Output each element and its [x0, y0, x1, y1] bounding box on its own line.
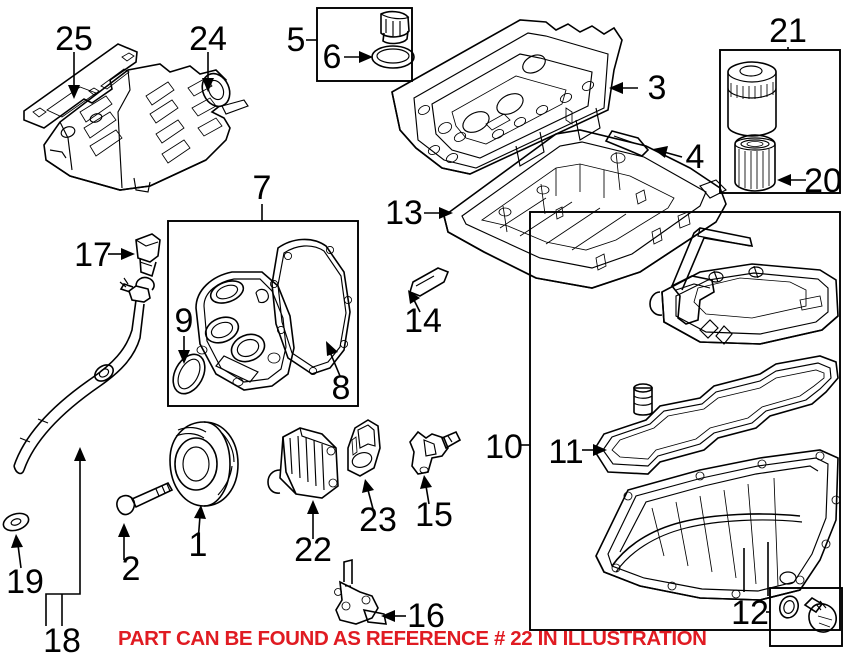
callout-label-18: 18 — [43, 622, 81, 654]
part-valve-cover — [391, 19, 623, 175]
part-oil-pan-seal-plug — [633, 383, 653, 416]
oil-filter-box — [719, 49, 841, 194]
part-oil-filler-cap — [380, 10, 410, 45]
callout-label-22: 22 — [294, 531, 332, 569]
callout-label-15: 15 — [415, 496, 453, 534]
part-oil-pan-gasket — [593, 355, 839, 475]
leader-1 — [194, 505, 206, 543]
callout-label-21: 21 — [769, 12, 807, 50]
part-dipstick-tube — [13, 276, 155, 475]
callout-label-3: 3 — [648, 69, 667, 107]
callout-label-16: 16 — [407, 597, 445, 635]
leader-9 — [178, 336, 190, 364]
leader-18-bracket — [45, 447, 86, 626]
callout-label-19: 19 — [6, 563, 44, 601]
leader-19 — [11, 534, 23, 569]
part-oil-filler-cap-seal — [371, 45, 415, 69]
part-dowel-pin-lower — [409, 267, 450, 297]
part-upper-oil-pan — [443, 129, 727, 289]
callout-label-17: 17 — [74, 236, 112, 274]
leader-3 — [609, 82, 638, 94]
part-oil-filter-element — [734, 134, 776, 192]
callout-label-11: 11 — [548, 433, 583, 471]
callout-label-1: 1 — [189, 526, 208, 564]
part-dipstick-tube-seal — [2, 512, 30, 532]
leader-22 — [307, 500, 319, 539]
callout-label-5: 5 — [287, 21, 306, 59]
callout-label-25: 25 — [55, 20, 93, 58]
leader-16 — [381, 610, 406, 622]
leader-14 — [408, 290, 421, 313]
part-oil-cooler-bracket — [347, 419, 381, 477]
callout-label-13: 13 — [385, 194, 423, 232]
part-oil-pan-upper-section — [649, 263, 839, 345]
part-camshaft-position-sensor — [135, 233, 161, 278]
callout-label-7: 7 — [253, 169, 272, 207]
leader-20 — [777, 174, 806, 186]
part-oil-pan — [595, 449, 841, 601]
part-engine-oil-cooler — [267, 427, 339, 499]
callout-label-9: 9 — [175, 302, 194, 340]
callout-label-20: 20 — [804, 162, 842, 200]
callout-label-23: 23 — [359, 501, 397, 539]
part-timing-cover-o-ring — [172, 353, 206, 395]
callout-label-10: 10 — [485, 428, 523, 466]
leader-8 — [326, 341, 341, 377]
footer-note: PART CAN BE FOUND AS REFERENCE # 22 IN I… — [118, 627, 707, 650]
leader-25 — [68, 52, 80, 99]
callout-label-4: 4 — [686, 138, 705, 176]
callout-label-8: 8 — [332, 369, 351, 407]
callout-label-2: 2 — [122, 550, 141, 588]
leader-4 — [653, 146, 683, 158]
callout-label-24: 24 — [189, 20, 227, 58]
oil-filler-cap-box — [316, 7, 413, 82]
part-oil-level-sensor — [334, 558, 387, 625]
leader-13 — [424, 207, 453, 219]
part-coolant-connector — [409, 430, 462, 475]
callout-label-14: 14 — [404, 302, 442, 340]
part-drain-plug-washer — [778, 595, 800, 619]
leader-15 — [420, 475, 432, 505]
leader-11 — [582, 444, 607, 456]
callout-label-6: 6 — [323, 38, 342, 76]
oil-pan-box — [529, 211, 841, 631]
part-pulley-bolt — [116, 481, 174, 516]
part-oil-filter-housing — [727, 61, 777, 137]
timing-cover-box — [167, 220, 359, 407]
part-dowel-pin-upper — [604, 130, 650, 157]
callout-label-12: 12 — [731, 594, 769, 632]
leader-23 — [362, 479, 374, 510]
leader-6 — [344, 51, 373, 63]
leader-24 — [202, 52, 214, 92]
part-drain-plug — [803, 596, 837, 633]
part-timing-cover — [195, 271, 295, 391]
part-crankshaft-pulley — [169, 421, 239, 507]
part-timing-cover-gasket — [269, 238, 353, 376]
drain-plug-box — [769, 587, 843, 647]
leader-2 — [118, 523, 130, 560]
leader-17 — [108, 248, 135, 260]
